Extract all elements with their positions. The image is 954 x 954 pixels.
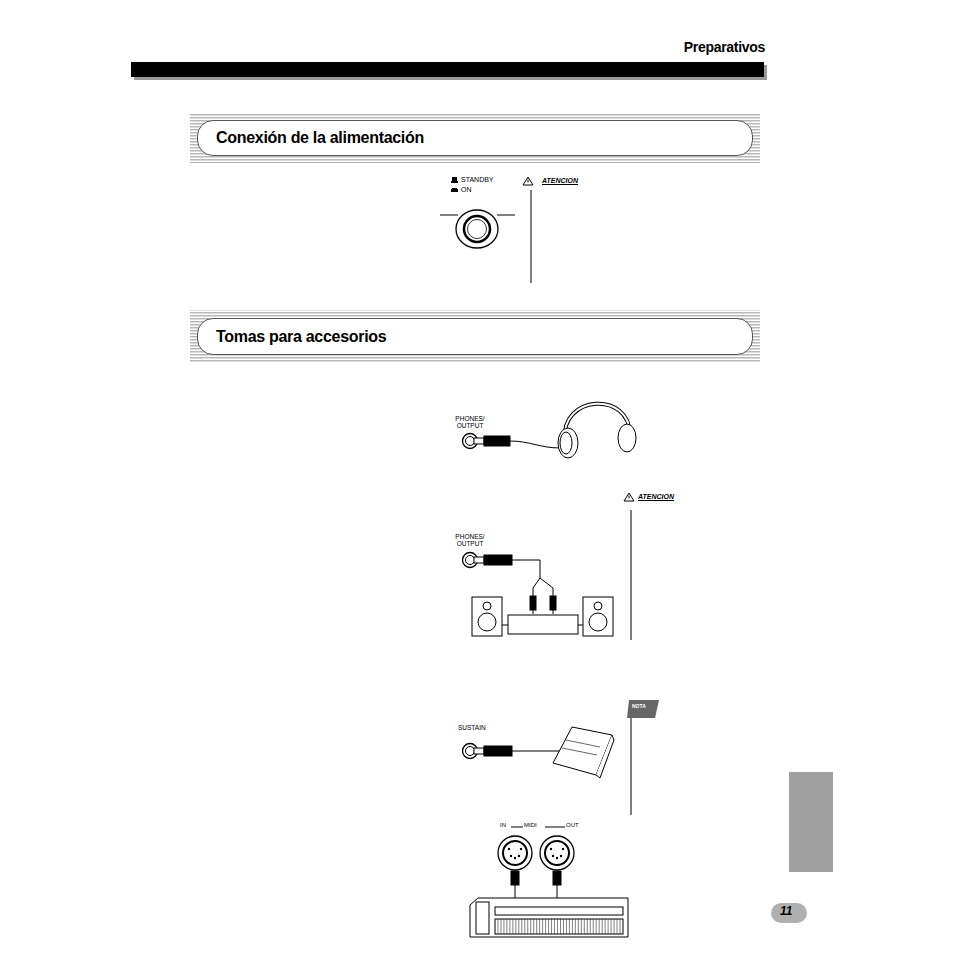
midi-label-lines bbox=[511, 827, 565, 828]
key-line bbox=[560, 919, 561, 934]
note-line bbox=[631, 718, 632, 815]
key-line bbox=[533, 919, 534, 934]
page-number: 11 bbox=[780, 905, 792, 918]
key-line bbox=[512, 919, 513, 934]
key-line bbox=[509, 919, 510, 934]
key-line bbox=[527, 919, 528, 934]
key-line bbox=[563, 919, 564, 934]
note-tag bbox=[627, 700, 659, 718]
note-tag-text: NOTA bbox=[632, 704, 646, 710]
key-line bbox=[617, 919, 618, 934]
warning-label: ATENCION bbox=[638, 493, 674, 501]
port-label: MIDI bbox=[524, 822, 537, 829]
key-line bbox=[569, 919, 570, 934]
key-line bbox=[548, 919, 549, 934]
key-line bbox=[557, 919, 558, 934]
key-line bbox=[539, 919, 540, 934]
key-line bbox=[515, 919, 516, 934]
key-line bbox=[599, 919, 600, 934]
key-line bbox=[530, 919, 531, 934]
midi-sockets bbox=[498, 836, 574, 900]
port-label: IN bbox=[500, 822, 506, 829]
headphones bbox=[558, 404, 636, 458]
switch-icons bbox=[451, 177, 458, 192]
key-line bbox=[575, 919, 576, 934]
sustain-jack bbox=[463, 744, 561, 759]
section-band bbox=[190, 310, 760, 362]
key-line bbox=[566, 919, 567, 934]
key-line bbox=[521, 919, 522, 934]
jack-label: SUSTAIN bbox=[458, 724, 486, 731]
key-line bbox=[620, 919, 621, 934]
key-line bbox=[545, 919, 546, 934]
key-line bbox=[605, 919, 606, 934]
switch-label: STANDBY bbox=[461, 176, 494, 184]
jack-label: PHONES/ OUTPUT bbox=[452, 533, 488, 547]
key-line bbox=[581, 919, 582, 934]
key-line bbox=[608, 919, 609, 934]
port-label: OUT bbox=[566, 822, 579, 829]
key-line bbox=[518, 919, 519, 934]
key-line bbox=[596, 919, 597, 934]
section-heading: Conexión de la alimentación bbox=[197, 120, 753, 156]
key-line bbox=[614, 919, 615, 934]
key-line bbox=[506, 919, 507, 934]
phones-jack bbox=[463, 434, 561, 449]
page-number-pill bbox=[771, 903, 807, 923]
heading-text: Tomas para accesorios bbox=[198, 328, 386, 346]
side-tab bbox=[789, 772, 833, 872]
keyboard-keys bbox=[498, 919, 620, 934]
key-line bbox=[593, 919, 594, 934]
warning-icon bbox=[523, 177, 533, 283]
key-line bbox=[500, 919, 501, 934]
key-line bbox=[536, 919, 537, 934]
jack-label: PHONES/ OUTPUT bbox=[452, 415, 488, 429]
header-bar bbox=[131, 62, 764, 77]
warning-icon bbox=[624, 493, 634, 640]
keyboard bbox=[470, 898, 628, 937]
speakers-amp bbox=[472, 597, 613, 636]
section-heading: Tomas para accesorios bbox=[197, 318, 753, 355]
key-line bbox=[572, 919, 573, 934]
key-line bbox=[524, 919, 525, 934]
key-line bbox=[542, 919, 543, 934]
key-line bbox=[611, 919, 612, 934]
key-line bbox=[590, 919, 591, 934]
footswitch bbox=[553, 727, 614, 778]
heading-text: Conexión de la alimentación bbox=[198, 129, 424, 147]
key-line bbox=[554, 919, 555, 934]
section-band bbox=[190, 113, 760, 163]
key-line bbox=[497, 919, 498, 934]
key-line bbox=[578, 919, 579, 934]
key-line bbox=[602, 919, 603, 934]
key-line bbox=[503, 919, 504, 934]
key-line bbox=[587, 919, 588, 934]
warning-label: ATENCION bbox=[542, 177, 578, 185]
key-line bbox=[584, 919, 585, 934]
key-line bbox=[551, 919, 552, 934]
header-title: Preparativos bbox=[684, 39, 765, 55]
switch-label: ON bbox=[461, 186, 472, 194]
power-switch bbox=[440, 210, 515, 248]
